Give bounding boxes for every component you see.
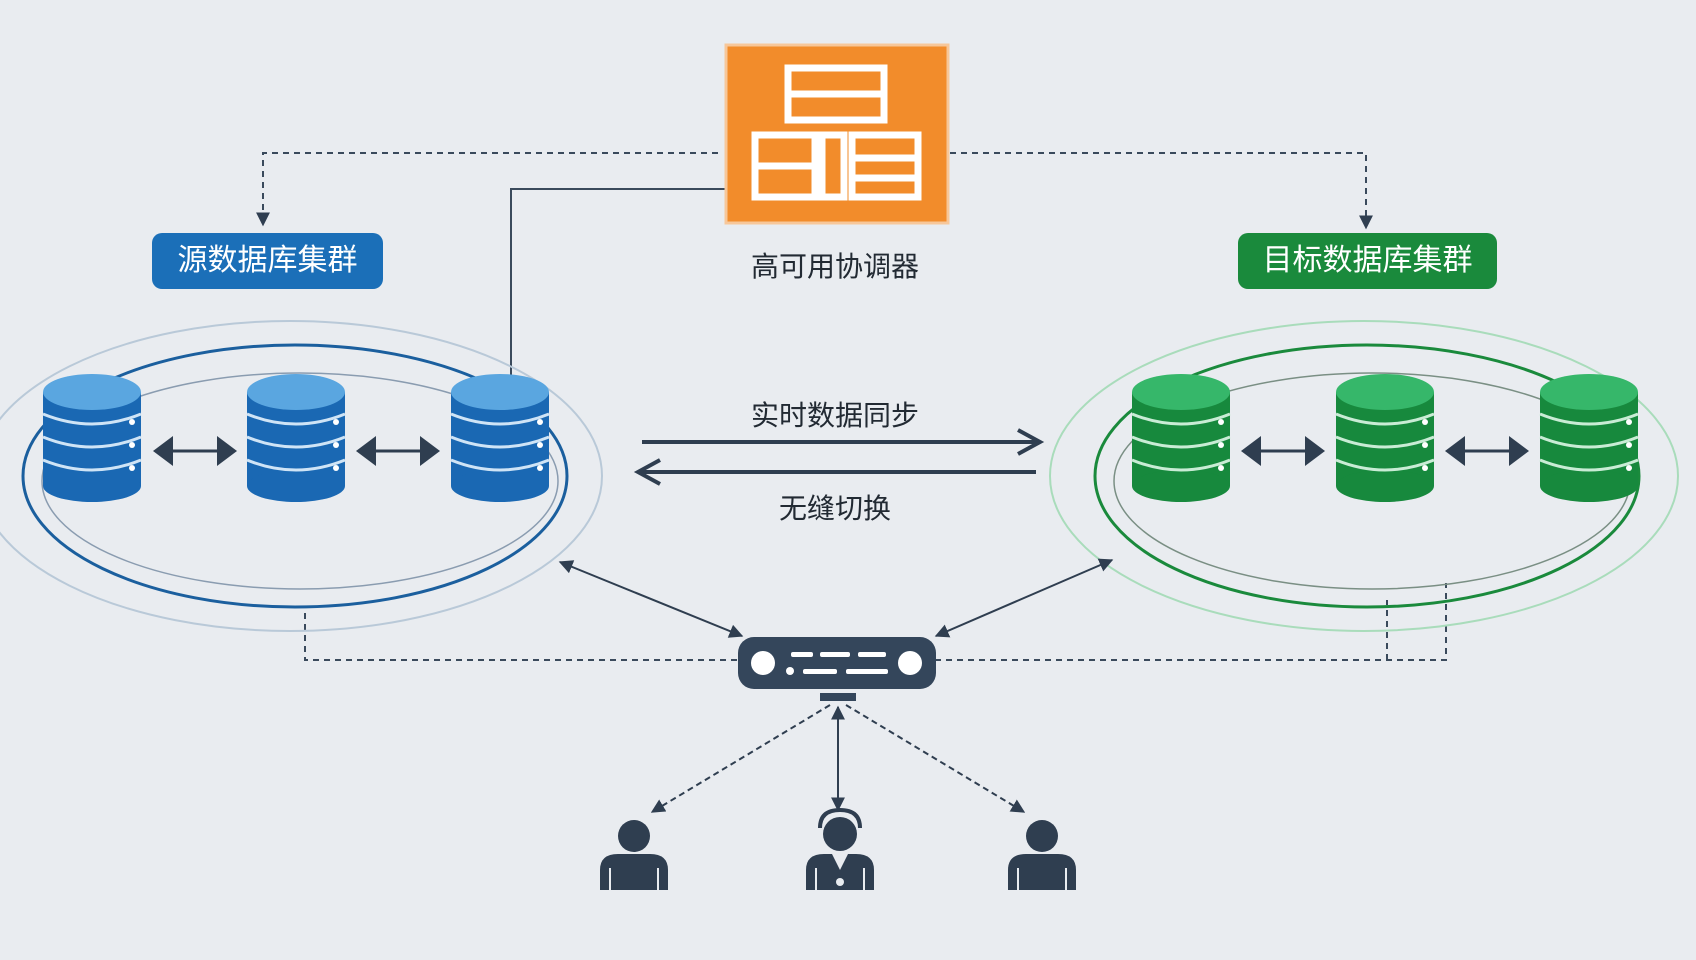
coordinator-solid-link: [510, 188, 728, 392]
database-icon: [1130, 372, 1232, 504]
user-icon: [1007, 819, 1077, 891]
router-to-user-left-link: [650, 704, 831, 813]
replication-arrow-icon: [151, 434, 239, 468]
source-cluster-rings: [0, 320, 603, 632]
switch-arrow: [633, 458, 1036, 486]
router-to-target-arrow: [934, 558, 1114, 638]
switch-label: 无缝切换: [778, 492, 891, 525]
database-icon: [1538, 372, 1640, 504]
coordinator-to-target-dashed-link: [950, 152, 1373, 230]
replication-arrow-icon: [1443, 434, 1531, 468]
database-icon: [1334, 372, 1436, 504]
database-icon: [449, 372, 551, 504]
replication-arrow-icon: [1239, 434, 1327, 468]
replication-arrow-icon: [354, 434, 442, 468]
router-to-source-arrow: [558, 560, 744, 638]
source-cluster-label: 源数据库集群: [152, 233, 383, 289]
target-cluster-rings: [1049, 320, 1679, 632]
coordinator-label: 高可用协调器: [750, 250, 919, 283]
target-cluster-label: 目标数据库集群: [1238, 233, 1497, 289]
sync-arrow: [642, 428, 1045, 456]
server-document-icon: [751, 64, 922, 201]
sync-label: 实时数据同步: [750, 399, 919, 432]
coordinator-node: [724, 43, 950, 225]
router-to-user-right-link: [845, 704, 1026, 813]
network-switch-icon: [738, 637, 936, 701]
coordinator-to-source-dashed-link: [256, 152, 718, 227]
support-agent-icon: [806, 807, 874, 890]
user-icon: [599, 819, 669, 891]
router-to-source-dashed-link: [304, 610, 737, 661]
database-icon: [41, 372, 143, 504]
router-to-target-dashed-link: [935, 583, 1447, 661]
database-icon: [245, 372, 347, 504]
